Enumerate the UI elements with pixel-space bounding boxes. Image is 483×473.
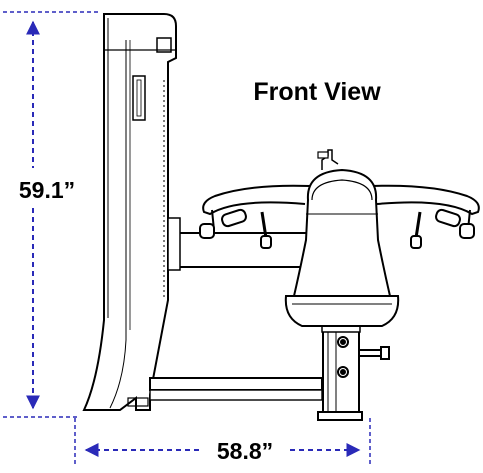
height-dimension (3, 11, 100, 418)
back-pad (284, 149, 400, 327)
press-arms (199, 184, 480, 249)
width-label: 58.8” (217, 438, 273, 464)
base-frame (149, 217, 323, 401)
width-dimension (74, 418, 371, 466)
seat-column (317, 317, 390, 421)
view-title: Front View (253, 78, 381, 106)
height-label: 59.1” (19, 177, 75, 203)
tower-frame (82, 13, 177, 411)
